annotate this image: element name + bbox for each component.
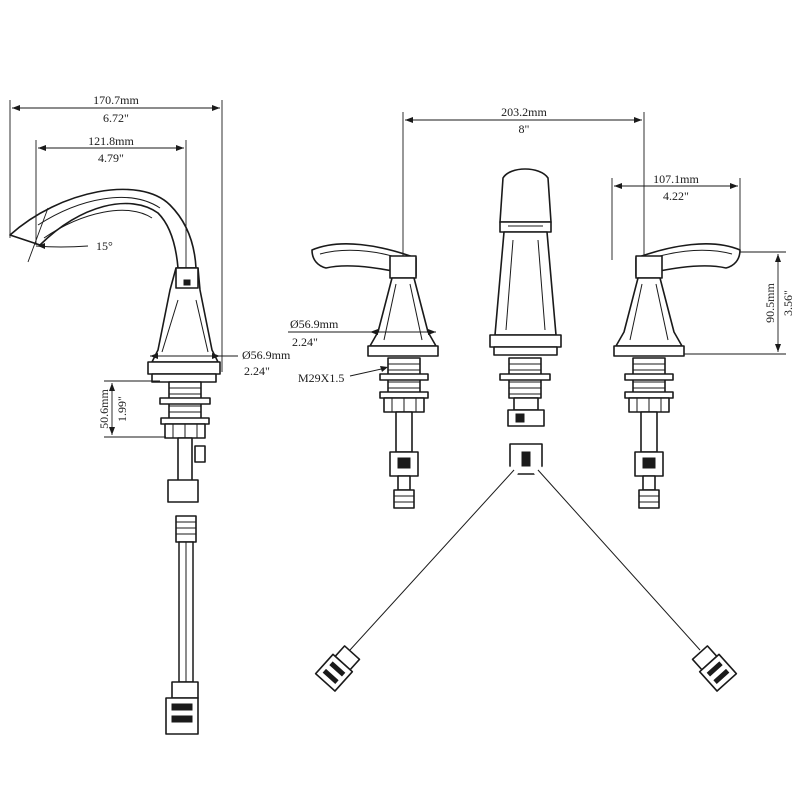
thread-size-label: M29X1.5 — [298, 371, 344, 385]
spout-side-view — [9, 188, 221, 735]
left-handle-view — [311, 243, 439, 509]
center-spread-mm-label: 203.2mm — [501, 105, 547, 119]
shank-length-in-label: 1.99" — [115, 396, 129, 422]
spout-base-dia-in-label: 2.24" — [244, 364, 270, 378]
dimension-handle-base-diameter: Ø56.9mm 2.24" — [288, 317, 436, 349]
thread-callout: M29X1.5 — [298, 366, 388, 385]
spout-reach-in-label: 4.79" — [98, 151, 124, 165]
dimension-spout-base-diameter: Ø56.9mm 2.24" — [150, 348, 291, 378]
dimension-shank-length: 50.6mm 1.99" — [97, 380, 166, 438]
dimension-center-spread: 203.2mm 8" — [402, 105, 645, 256]
dimension-handle-length: 107.1mm 4.22" — [611, 172, 741, 260]
handle-height-mm-label: 90.5mm — [763, 283, 777, 323]
handle-length-mm-label: 107.1mm — [653, 172, 699, 186]
dimension-spout-angle: 15° — [27, 207, 113, 263]
handle-length-in-label: 4.22" — [663, 189, 689, 203]
dimension-handle-height: 90.5mm 3.56" — [684, 251, 795, 355]
spout-base-dia-mm-label: Ø56.9mm — [242, 348, 291, 362]
shank-length-mm-label: 50.6mm — [97, 389, 111, 429]
spout-front-view — [489, 168, 562, 475]
center-spread-in-label: 8" — [519, 122, 530, 136]
handle-height-in-label: 3.56" — [781, 290, 795, 316]
spout-reach-mm-label: 121.8mm — [88, 134, 134, 148]
dimension-spout-reach: 121.8mm 4.79" — [35, 134, 187, 268]
dimension-overall-reach: 170.7mm 6.72" — [9, 93, 223, 372]
handle-base-dia-in-label: 2.24" — [292, 335, 318, 349]
spout-angle-label: 15° — [96, 239, 113, 253]
overall-reach-in-label: 6.72" — [103, 111, 129, 125]
y-supply-hoses — [314, 466, 738, 692]
right-handle-view — [613, 243, 741, 509]
handle-base-dia-mm-label: Ø56.9mm — [290, 317, 339, 331]
overall-reach-mm-label: 170.7mm — [93, 93, 139, 107]
